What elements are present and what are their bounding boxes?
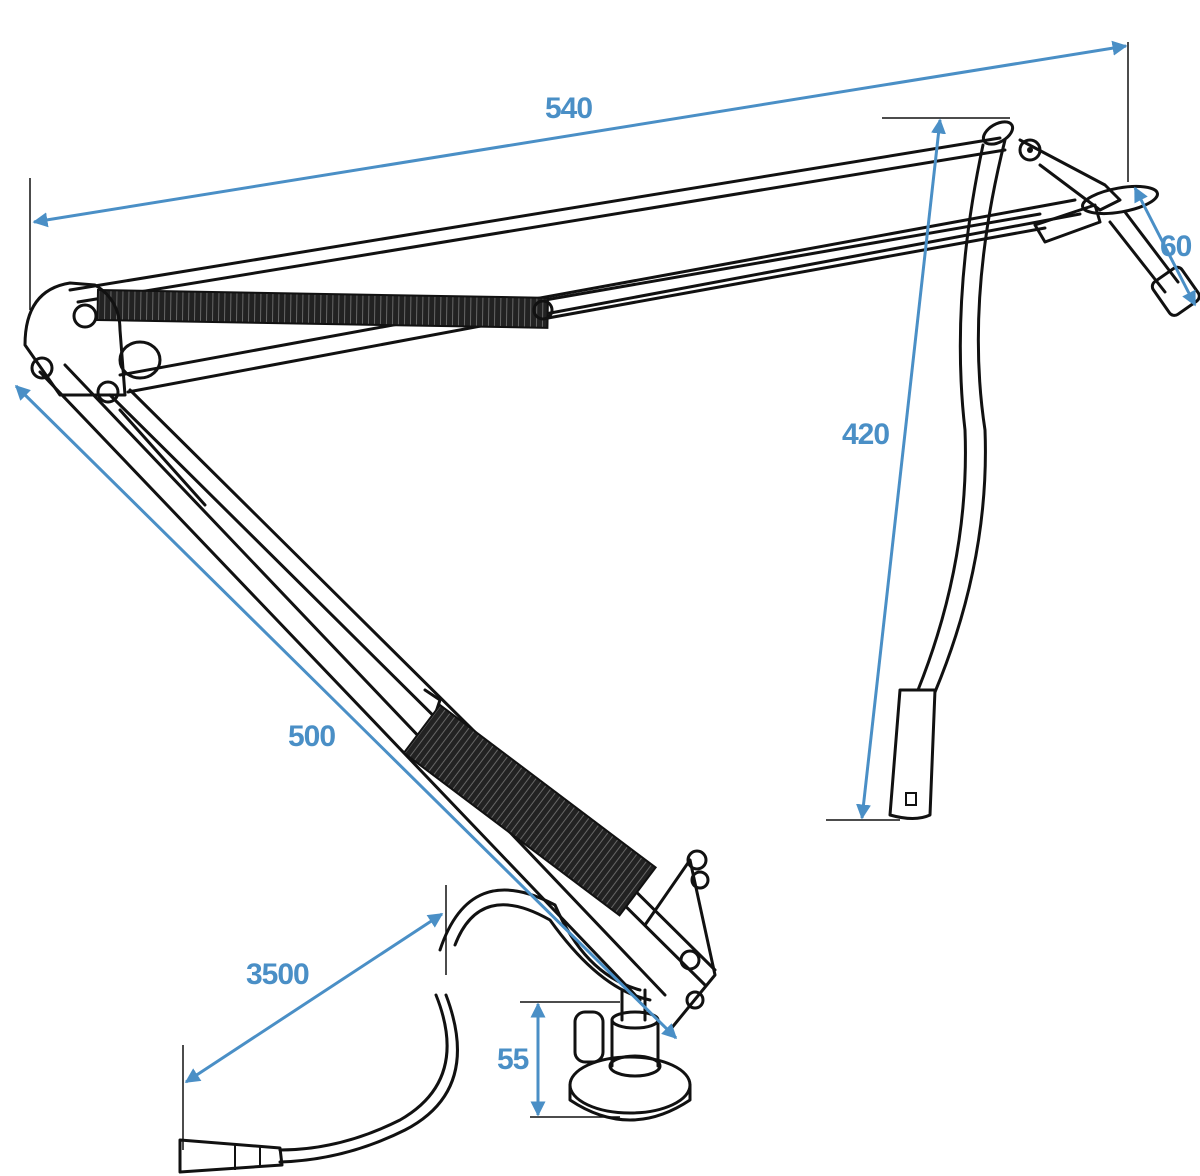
dim-label-60: 60 — [1160, 230, 1192, 263]
dim-label-540: 540 — [545, 92, 593, 125]
base-clamp — [438, 888, 692, 1122]
upper-arm — [68, 120, 1200, 394]
dim-label-500: 500 — [288, 720, 336, 753]
dim-label-55: 55 — [497, 1043, 529, 1076]
dimension-arrows — [14, 40, 1197, 1117]
cable — [178, 993, 459, 1174]
dim-540-arrow — [32, 40, 1128, 228]
dim-420-arrow — [856, 118, 946, 820]
upper-spring — [96, 288, 549, 329]
lower-arm — [38, 363, 717, 1032]
dim-500-arrow — [14, 384, 678, 1040]
dim-60-arrow — [1133, 186, 1197, 307]
gooseneck — [888, 138, 1007, 820]
dim-3500-arrow — [184, 912, 444, 1084]
dim-label-3500: 3500 — [246, 958, 310, 991]
dim-label-420: 420 — [842, 418, 890, 451]
